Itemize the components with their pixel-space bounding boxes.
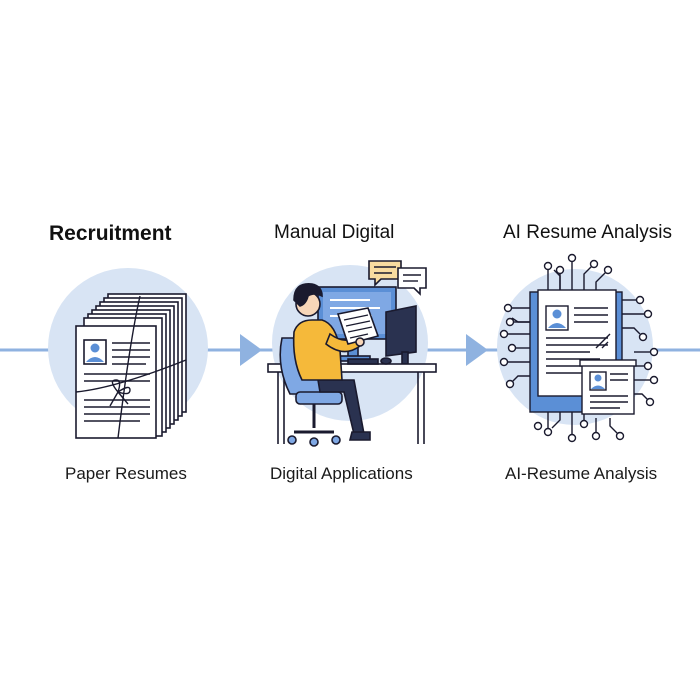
circuit-traces-left (499, 303, 530, 389)
paper-resume-stack-icon (75, 293, 187, 439)
stage-3-title: AI Resume Analysis (503, 222, 672, 243)
arrow-1-icon (240, 334, 262, 366)
stage-2-caption: Digital Applications (270, 464, 413, 483)
stage-1-title: Recruitment (49, 222, 172, 245)
person-at-computer-icon (267, 260, 437, 447)
arrow-2-icon (466, 334, 488, 366)
secondary-resume-icon (579, 359, 637, 415)
circuit-traces-right (622, 295, 659, 407)
stage-3-caption: AI-Resume Analysis (505, 464, 658, 483)
chat-bubbles-icon (368, 260, 427, 296)
circuit-traces-bottom (533, 412, 625, 443)
held-resume-icon (336, 307, 380, 345)
ai-circuit-resume-icon (499, 253, 659, 443)
stage-2-title: Manual Digital (274, 222, 395, 243)
circuit-traces-top (543, 253, 613, 292)
stage-1-caption: Paper Resumes (65, 464, 187, 483)
